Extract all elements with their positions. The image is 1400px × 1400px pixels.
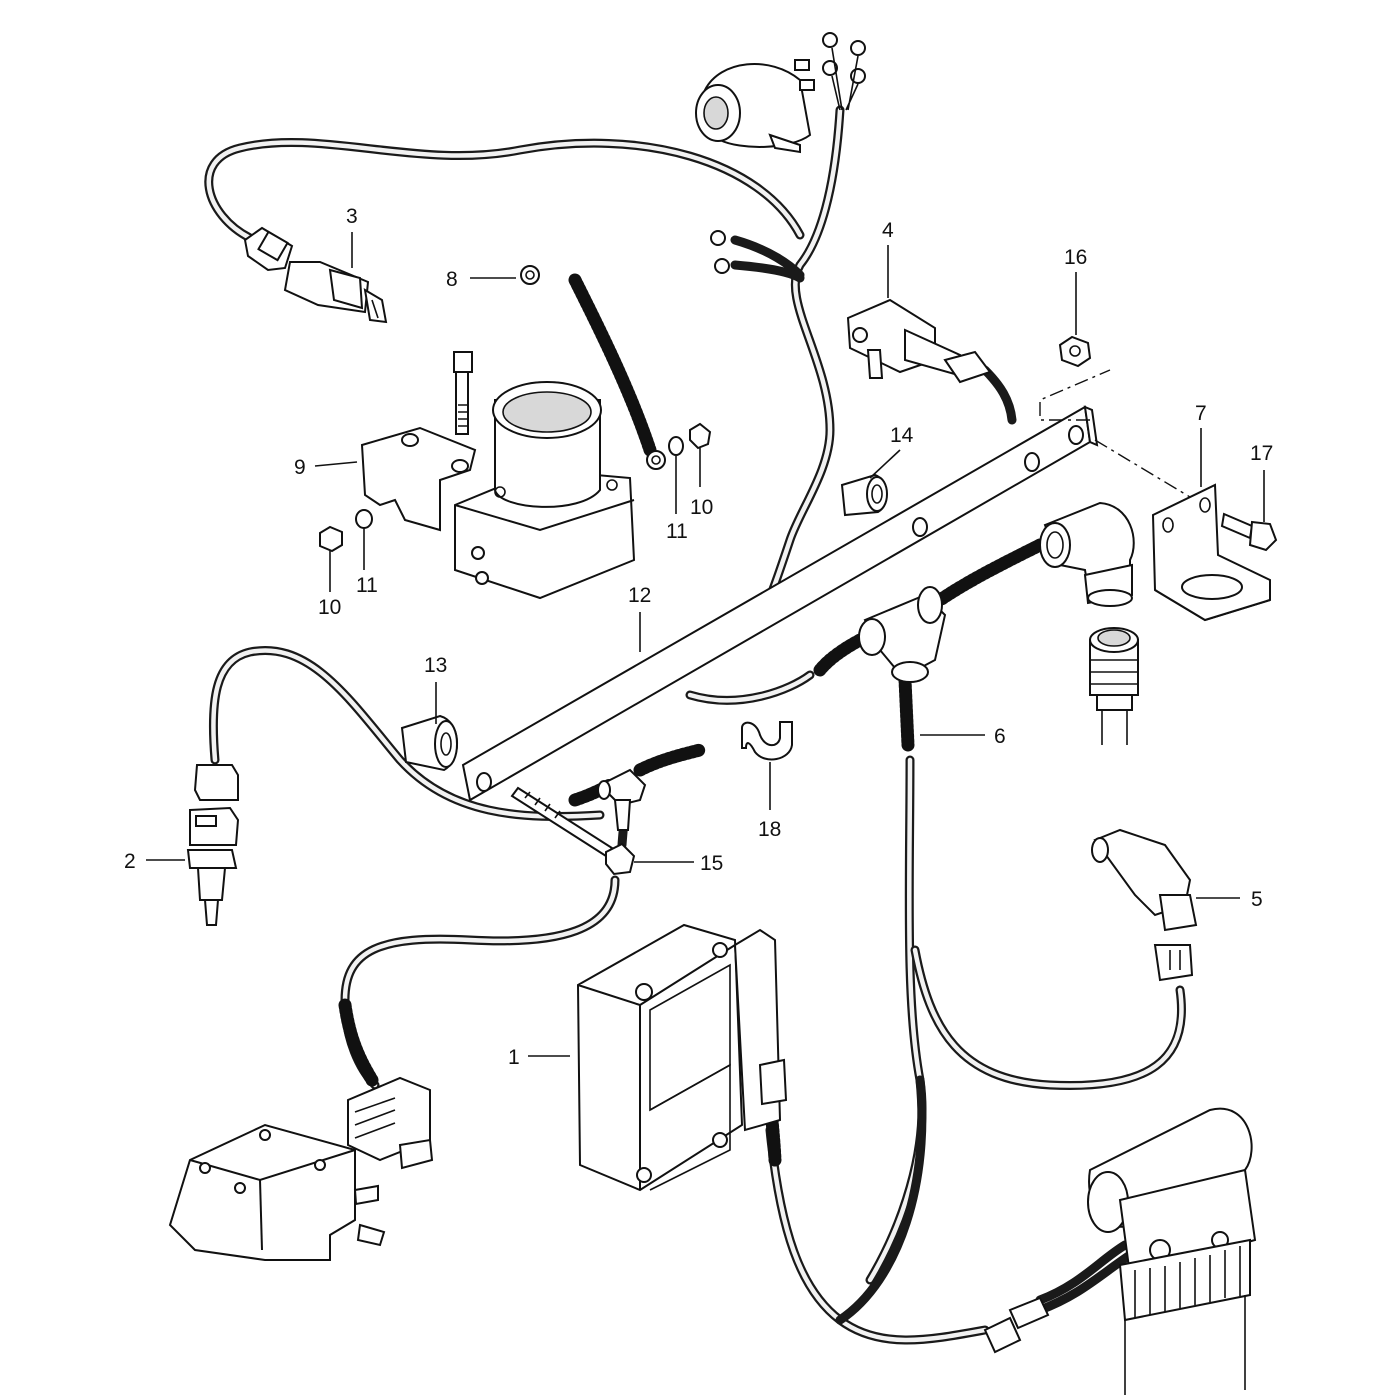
nut-16 [1058, 335, 1092, 368]
throttle-body-assembly [360, 351, 636, 600]
callout-labels: 1 2 3 4 5 6 7 8 9 10 10 11 11 12 13 14 1… [124, 205, 1273, 1069]
bolt-15 [510, 786, 636, 876]
callout-9: 9 [294, 456, 306, 479]
corrugated-conduits [338, 273, 1047, 1167]
callout-13: 13 [424, 654, 447, 677]
callout-8: 8 [446, 268, 458, 291]
callout-15: 15 [700, 852, 723, 875]
starter-solenoid [695, 32, 866, 154]
speed-sensor-5 [1091, 828, 1198, 982]
callout-5: 5 [1251, 888, 1263, 911]
callout-6: 6 [994, 725, 1006, 748]
washer-nut-left [319, 509, 373, 553]
ecu-1 [576, 923, 788, 1192]
callout-14: 14 [890, 424, 914, 447]
pressure-sensor-3 [243, 226, 388, 324]
callout-11-right: 11 [666, 520, 688, 543]
inline-filter-connector [983, 1296, 1050, 1354]
callout-1: 1 [508, 1046, 520, 1069]
elbow-connector [1039, 501, 1135, 607]
callout-12: 12 [628, 584, 651, 607]
leader-lines [146, 232, 1265, 1057]
pump-connector [347, 1076, 434, 1170]
ground-strap-8 [520, 265, 666, 470]
clip-18 [741, 721, 793, 761]
callout-4: 4 [882, 219, 894, 242]
fuel-filter [1087, 1107, 1257, 1395]
ground-ring-terminals [710, 230, 730, 274]
map-sensor-4 [846, 298, 992, 384]
callout-16: 16 [1064, 246, 1087, 269]
washer-nut-right [668, 422, 712, 456]
callout-10-left: 10 [318, 596, 341, 619]
lower-tee-connector [597, 768, 647, 831]
callout-18: 18 [758, 818, 781, 841]
bolt-17 [1220, 512, 1278, 552]
mounting-bar-12 [461, 369, 1196, 802]
spacer-14 [840, 473, 888, 517]
temperature-sensor-2 [186, 764, 240, 926]
harness-wires [204, 105, 1186, 1345]
callout-7: 7 [1195, 402, 1207, 425]
callout-3: 3 [346, 205, 358, 228]
spacer-13 [400, 714, 458, 772]
callout-17: 17 [1250, 442, 1273, 465]
round-multipin-plug [1089, 627, 1139, 745]
injection-pump [168, 1123, 386, 1261]
callout-11-left: 11 [356, 574, 378, 597]
callout-2: 2 [124, 850, 136, 873]
tee-fitting-6 [858, 586, 947, 683]
callout-10-right: 10 [690, 496, 713, 519]
bracket-7 [1151, 483, 1271, 622]
